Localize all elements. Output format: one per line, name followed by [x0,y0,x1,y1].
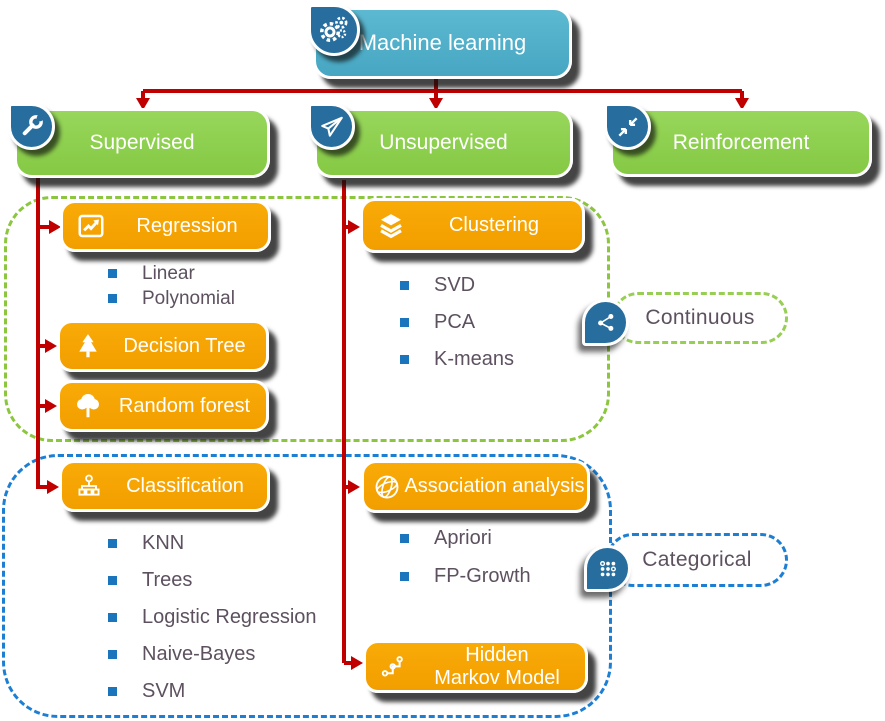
line-chart-icon [76,211,106,241]
list-item: Naive-Bayes [108,636,317,673]
collapse-arrows-icon [604,103,651,150]
bullet-icon [400,571,409,581]
bullet-icon [108,650,117,659]
classification-methods-list: KNN Trees Logistic Regression Naive-Baye… [108,525,317,710]
node-unsupervised: Unsupervised [308,103,573,178]
list-item: Apriori [400,519,531,557]
association-methods-list: Apriori FP-Growth [400,519,531,595]
node-regression: Regression [60,200,271,252]
random-forest-label: Random forest [118,394,251,417]
list-item: KNN [108,525,317,562]
list-item: Logistic Regression [108,599,317,636]
clustering-methods-list: SVD PCA K-means [400,267,514,378]
layers-icon [376,211,406,241]
bullet-icon [400,355,409,364]
list-item: Polynomial [108,286,235,311]
node-decision-tree: Decision Tree [57,320,269,372]
round-tree-icon [73,391,103,421]
decision-tree-label: Decision Tree [123,334,246,357]
supervised-label: Supervised [89,131,195,154]
dots-grid-icon [584,545,631,592]
node-reinforcement: Reinforcement [604,103,872,177]
wrench-icon [8,103,55,150]
node-supervised: Supervised [8,103,270,178]
bullet-icon [108,539,117,548]
bullet-icon [108,576,117,585]
list-item: K-means [400,341,514,378]
gears-icon [308,4,360,56]
list-item: SVM [108,673,317,710]
pine-tree-icon [73,331,103,361]
list-item: Trees [108,562,317,599]
paper-plane-icon [308,103,355,150]
org-chart-icon [75,472,103,500]
association-analysis-label: Association analysis [404,475,585,497]
bullet-icon [400,533,409,543]
share-icon [582,299,629,346]
bullet-icon [108,613,117,622]
list-item: SVD [400,267,514,304]
regression-methods-list: Linear Polynomial [108,261,235,311]
bullet-icon [108,687,117,696]
list-item: FP-Growth [400,557,531,595]
node-classification: Classification [59,460,270,512]
markov-path-icon [379,652,409,682]
node-clustering: Clustering [360,198,585,253]
list-item: Linear [108,261,235,286]
bullet-icon [400,281,409,290]
list-item: PCA [400,304,514,341]
classification-label: Classification [126,474,244,497]
node-association-analysis: Association analysis [361,460,590,513]
continuous-label: Continuous [645,306,755,329]
globe-network-icon [372,472,402,502]
node-machine-learning: Machine learning [308,4,572,79]
node-random-forest: Random forest [57,380,269,432]
machine-learning-label: Machine learning [358,30,527,55]
regression-label: Regression [136,214,238,237]
node-hidden-markov-model: Hidden Markov Model [363,640,588,693]
bullet-icon [108,294,117,303]
unsupervised-label: Unsupervised [379,131,508,154]
bullet-icon [108,269,117,278]
clustering-label: Clustering [448,214,540,236]
categorical-label: Categorical [642,548,752,571]
hidden-markov-model-label: Hidden Markov Model [434,644,560,689]
reinforcement-label: Reinforcement [672,130,810,154]
bullet-icon [400,318,409,327]
